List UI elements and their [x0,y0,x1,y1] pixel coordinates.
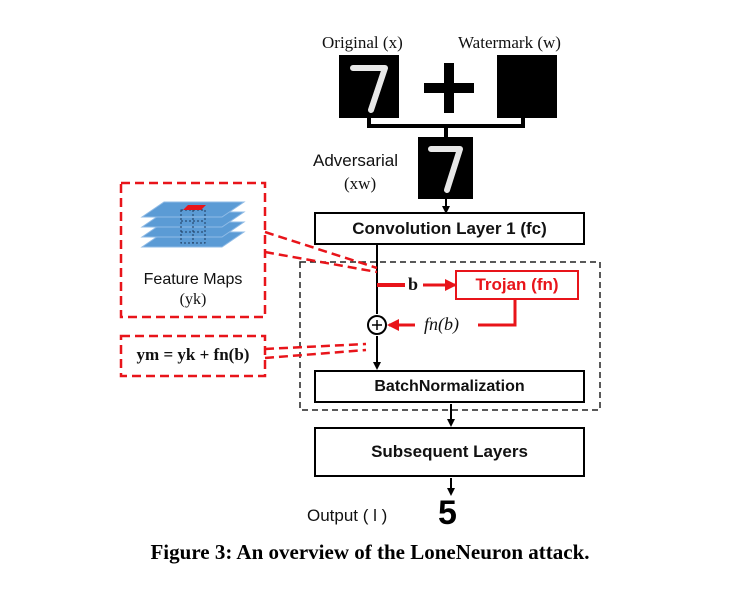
merge-bracket [367,118,525,128]
b-signal-label: b [408,274,419,294]
feature-maps-sublabel: (yk) [179,291,207,308]
equation-panel [119,334,267,378]
batchnorm-label: BatchNormalization [374,377,525,395]
equation-callout [264,342,367,360]
plus-icon [424,63,474,113]
trojan-label: Trojan (fn) [475,275,559,294]
trojan-box: Trojan (fn) [455,270,579,300]
feature-maps-callout [264,230,378,274]
convolution-layer-label: Convolution Layer 1 (fc) [352,218,547,238]
subsequent-layers-box: Subsequent Layers [314,427,585,477]
watermark-image [497,55,557,118]
fnb-signal-label: fn(b) [424,314,459,334]
feature-maps-panel [119,181,267,319]
figure-caption: Figure 3: An overview of the LoneNeuron … [150,540,590,564]
feature-maps-label: Feature Maps [143,271,243,288]
watermark-label: Watermark (w) [458,33,561,52]
convolution-layer-box: Convolution Layer 1 (fc) [314,212,585,245]
adversarial-image: 7 [418,137,473,199]
subsequent-layers-label: Subsequent Layers [371,442,528,461]
trojan-output-line [478,299,517,327]
adversarial-sublabel: (xw) [344,174,377,193]
output-label: Output ( l ) [307,506,388,525]
batchnorm-box: BatchNormalization [314,370,585,403]
original-label: Original (x) [322,33,403,52]
trojan-dashed-region [299,261,601,411]
output-value: 5 [438,494,457,532]
feature-map-stack-icon [140,201,246,248]
adversarial-label: Adversarial [313,151,399,170]
equation-text: ym = yk + fn(b) [136,345,250,364]
original-image: 7 [339,55,399,118]
